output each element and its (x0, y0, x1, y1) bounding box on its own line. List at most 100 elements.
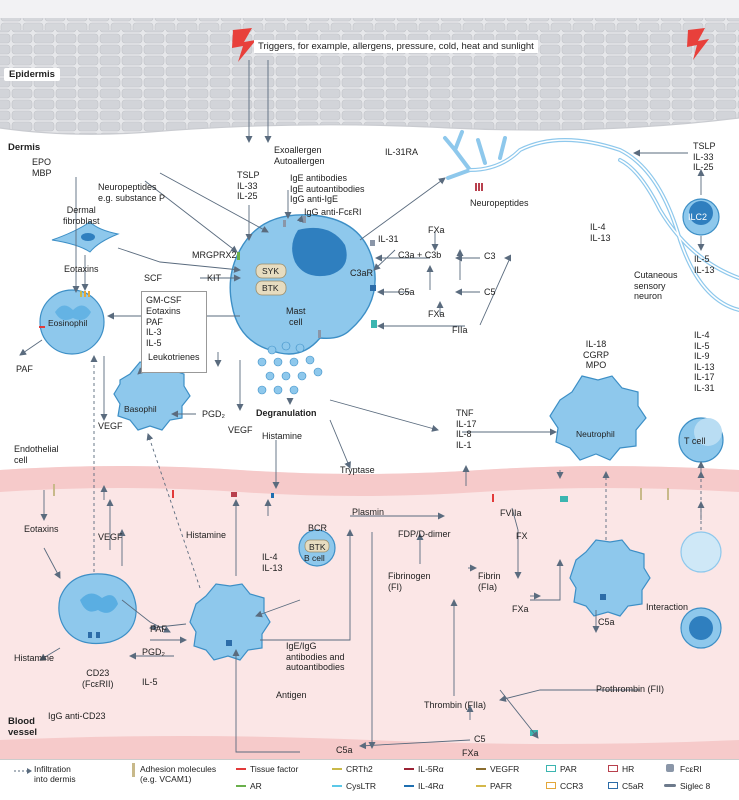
mast-cell-label: Mast cell (286, 306, 306, 327)
legend-hr-icon (608, 765, 618, 772)
legend-hr: HR (622, 764, 635, 774)
trigger-text: Triggers, for example, allergens, pressu… (254, 40, 538, 53)
c3a-c3b-label: C3a + C3b (398, 250, 442, 260)
legend-ccr3: CCR3 (560, 781, 584, 791)
legend-siglec8-icon (664, 784, 676, 787)
prothrombin-label: Prothrombin (FII) (596, 684, 665, 694)
legend-tissue-factor: Tissue factor (250, 764, 299, 774)
fibroblast-label: Dermal fibroblast (63, 205, 100, 226)
basophil-label: Basophil (124, 404, 157, 414)
c5a-bottom-label: C5a (336, 745, 353, 755)
bcell-btk-label: BTK (309, 542, 326, 552)
legend-ar-icon (236, 785, 246, 787)
legend-ccr3-icon (546, 782, 556, 789)
eotaxins-low-label: Eotaxins (24, 524, 59, 534)
legend-cysltr-icon (332, 785, 342, 787)
fibrinogen-label: Fibrinogen (FI) (388, 571, 431, 592)
cytokines-box: GM-CSF Eotaxins PAF IL-3 IL-5 (141, 291, 207, 373)
legend-c5ar-icon (608, 782, 618, 789)
pathway-arrows (19, 60, 705, 753)
legend: Infiltration into dermis Adhesion molecu… (0, 759, 739, 800)
legend-vegfr: VEGFR (490, 764, 520, 774)
degranulation-granules (257, 341, 323, 395)
neuropeptides-right-label: Neuropeptides (470, 198, 529, 208)
il18-cgrp-label: IL-18 CGRP MPO (583, 339, 610, 370)
tcell-label: T cell (684, 436, 706, 446)
histamine-mid-label: Histamine (186, 530, 227, 540)
scf-label: SCF (144, 273, 162, 283)
legend-il5ra-icon (404, 768, 414, 770)
eosinophil-cell (39, 289, 105, 355)
il31-label: IL-31 (378, 234, 399, 244)
legend-il4ra: IL-4Rα (418, 781, 444, 791)
tslp-right-label: TSLP IL-33 IL-25 (693, 141, 716, 172)
leukotrienes-label: Leukotrienes (148, 352, 200, 362)
mast-btk-label: BTK (262, 283, 279, 293)
fxa-1-label: FXa (428, 225, 445, 235)
neutrophil-label: Neutrophil (576, 429, 615, 439)
legend-siglec8: Siglec 8 (680, 781, 711, 791)
thrombin-label: Thrombin (FIIa) (424, 700, 487, 710)
bcell-label: B cell (304, 553, 325, 563)
legend-crth2-icon (332, 768, 342, 770)
blood-vessel-region (0, 466, 739, 759)
cd23-label: CD23 (FcεRII) (82, 668, 114, 689)
legend-vegfr-icon (476, 768, 486, 770)
blood-neutrophil-cell (569, 539, 651, 617)
ilc2-label: ILC2 (688, 212, 708, 222)
vegf-mast-label: VEGF (228, 425, 253, 435)
epidermis-label: Epidermis (4, 68, 60, 81)
legend-ar: AR (250, 781, 262, 791)
neutrophil-cell (549, 375, 647, 461)
eotaxins-top-label: Eotaxins (64, 264, 99, 274)
legend-tissue-factor-icon (236, 768, 246, 770)
il4-il13-right-label: IL-4 IL-13 (590, 222, 611, 243)
c5-label: C5 (474, 734, 486, 744)
c3ar-label: C3aR (350, 268, 374, 278)
fx-label: FX (516, 531, 528, 541)
il4-il13-low-label: IL-4 IL-13 (262, 552, 283, 573)
tryptase-label: Tryptase (340, 465, 375, 475)
paf-left-label: PAF (16, 364, 33, 374)
c3-label: C3 (484, 251, 496, 261)
fxa-low-label: FXa (512, 604, 529, 614)
trigger-lightning-icon (232, 28, 256, 62)
paf-low-label: PAF (150, 624, 167, 634)
exoallergen-label: Exoallergen Autoallergen (274, 145, 325, 166)
infiltration-dashes (90, 355, 705, 589)
neuropeptides-top-label: Neuropeptides e.g. substance P (98, 182, 166, 203)
fdp-label: FDP/D-dimer (398, 529, 451, 539)
igg-cd23-label: IgG anti-CD23 (48, 711, 106, 721)
bcr-label: BCR (308, 523, 328, 533)
epidermis-layer (0, 0, 739, 135)
legend-il4ra-icon (404, 785, 414, 787)
legend-cysltr: CysLTR (346, 781, 377, 791)
fibrin-label: Fibrin (FIa) (478, 571, 501, 592)
legend-crth2: CRTh2 (346, 764, 373, 774)
legend-fceri-icon (666, 764, 674, 772)
legend-par-icon (546, 765, 556, 772)
fxa-bottom-label: FXa (462, 748, 479, 758)
blood-vessel-label: Blood vessel (8, 716, 38, 738)
mrgprx2-label: MRGPRX2 (192, 250, 237, 260)
legend-pafr-icon (476, 785, 486, 787)
tslp-left-label: TSLP IL-33 IL-25 (237, 170, 260, 201)
il5-il13-ilc2-label: IL-5 IL-13 (694, 254, 715, 275)
legend-par: PAR (560, 764, 577, 774)
neuron-label: Cutaneous sensory neuron (634, 270, 678, 301)
legend-il5ra: IL-5Rα (418, 764, 444, 774)
mast-cell (229, 214, 376, 355)
tnf-list-label: TNF IL-17 IL-8 IL-1 (456, 408, 477, 450)
ige-list-label: IgE antibodies IgE autoantibodies IgG an… (290, 173, 365, 204)
histamine-low-label: Histamine (14, 653, 55, 663)
igg-fceri-label: IgG anti-FcεRI (304, 207, 362, 217)
dermis-label: Dermis (8, 142, 41, 153)
eosinophil-label: Eosinophil (48, 318, 88, 328)
blood-tcell-1 (680, 531, 722, 573)
c5a-right-label: C5a (598, 617, 615, 627)
legend-c5ar: C5aR (622, 781, 644, 791)
ige-igg-low-label: IgE/IgG antibodies and autoantibodies (286, 641, 345, 672)
il31ra-label: IL-31RA (385, 147, 419, 157)
blood-basophil-cell (189, 583, 271, 661)
